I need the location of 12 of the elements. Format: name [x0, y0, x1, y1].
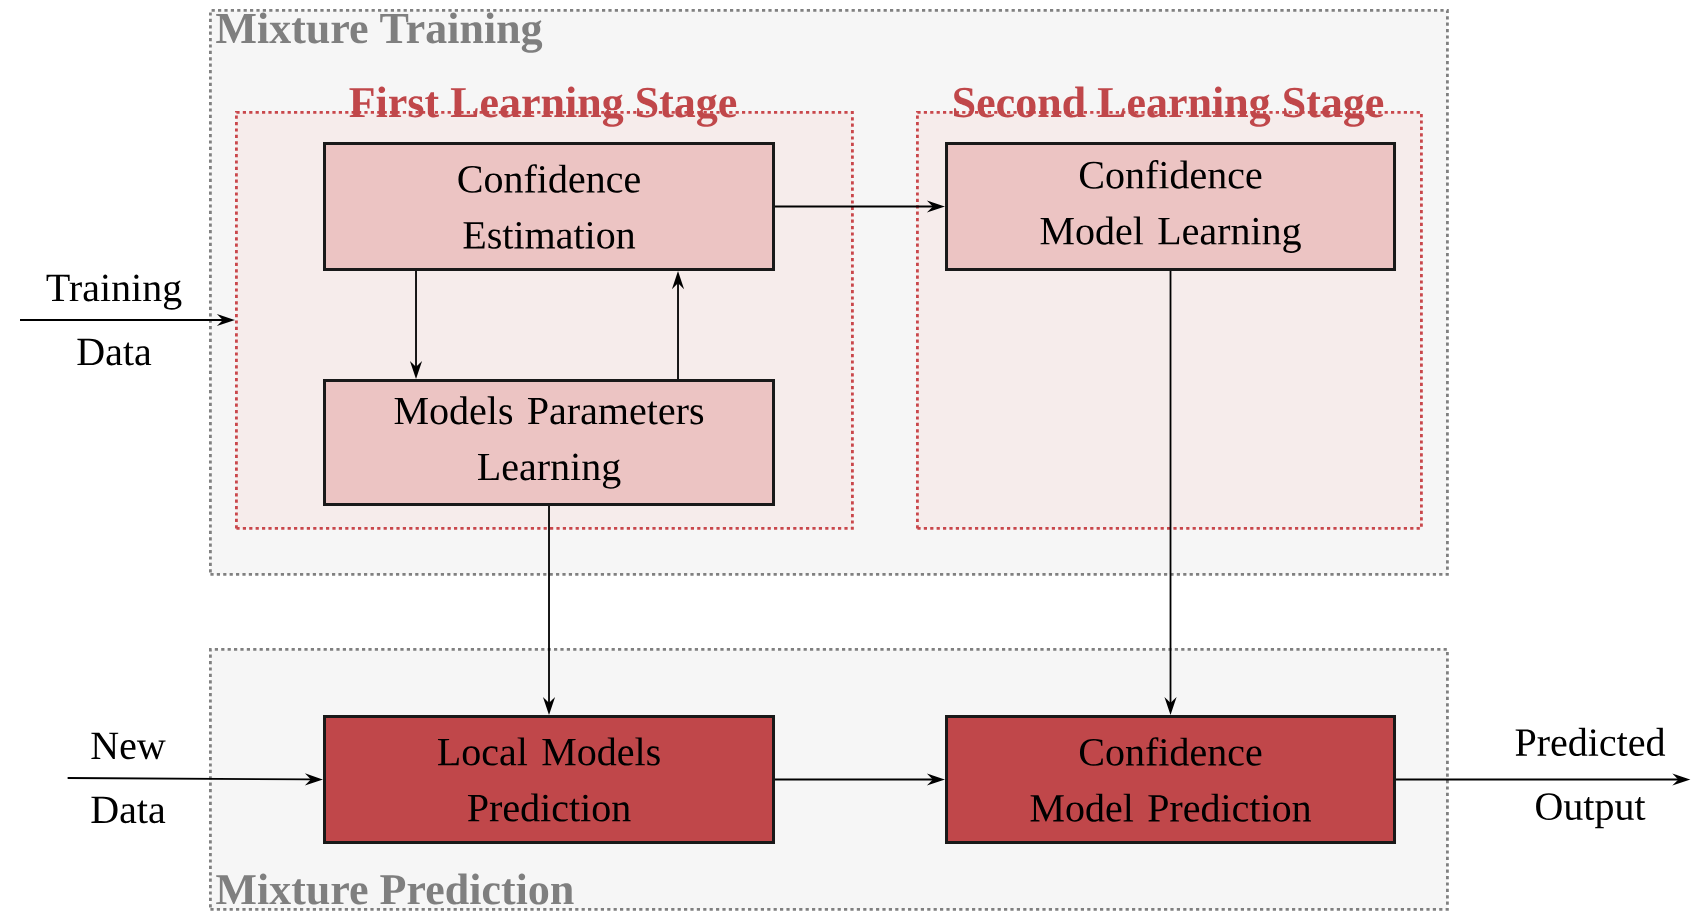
- process-box: Confidence Estimation: [323, 142, 775, 271]
- process-box: Confidence Model Prediction: [945, 715, 1396, 844]
- text-label: Predicted Output: [1515, 727, 1666, 829]
- process-box: Confidence Model Learning: [945, 142, 1396, 271]
- panel-title: Second Learning Stage: [954, 86, 1384, 127]
- process-box: Local Models Prediction: [323, 715, 775, 844]
- panel-title: Mixture Training: [216, 12, 543, 53]
- text-label: Training Data: [46, 274, 182, 366]
- process-box: Models Parameters Learning: [323, 379, 775, 506]
- panel-title: First Learning Stage: [349, 86, 737, 127]
- panel-title: Mixture Prediction: [216, 873, 574, 905]
- text-label: New Data: [91, 732, 166, 824]
